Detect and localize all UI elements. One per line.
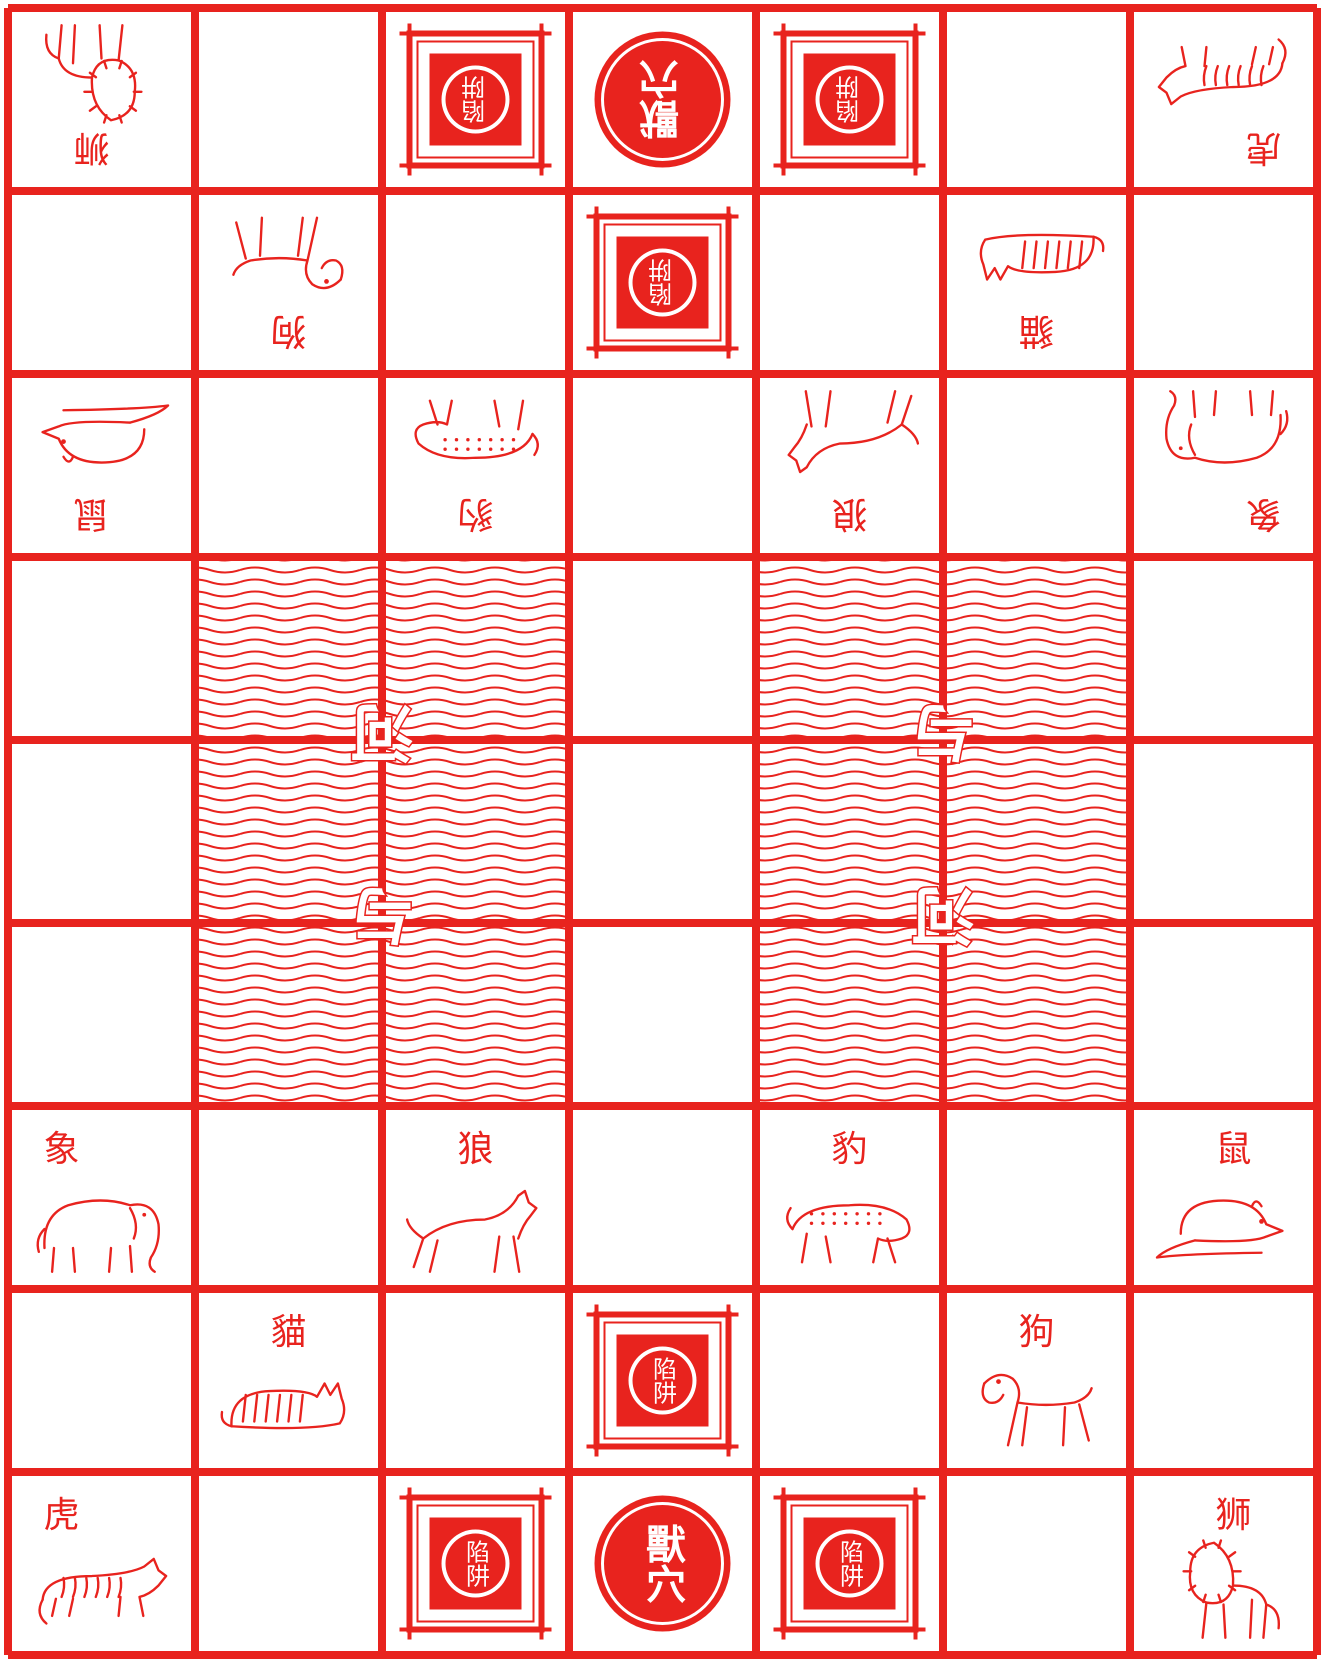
board-square[interactable] bbox=[573, 561, 752, 736]
animal-label: 狮 bbox=[73, 127, 109, 168]
animal-label: 鼠 bbox=[73, 493, 109, 534]
den-label: 獸穴 bbox=[639, 59, 686, 139]
trap-label: 陷阱 bbox=[836, 75, 864, 123]
board-square[interactable] bbox=[12, 561, 191, 736]
board-square[interactable] bbox=[947, 378, 1126, 553]
board-square[interactable] bbox=[947, 1110, 1126, 1285]
board-square[interactable] bbox=[1134, 12, 1313, 187]
animal-label: 豹 bbox=[457, 493, 493, 534]
river-label: 河 bbox=[351, 696, 413, 769]
den-square[interactable]: 獸穴 bbox=[595, 1496, 731, 1632]
river-label-text: 与 bbox=[351, 879, 413, 952]
den-square[interactable]: 獸穴 bbox=[595, 32, 731, 168]
board-square[interactable] bbox=[1134, 744, 1313, 919]
river-label-text: 与 bbox=[912, 696, 974, 769]
animal-label: 貓 bbox=[1018, 310, 1054, 351]
board-square[interactable] bbox=[1134, 378, 1313, 553]
animal-label: 狼 bbox=[831, 493, 867, 534]
board-square[interactable] bbox=[1134, 927, 1313, 1102]
board-square[interactable] bbox=[573, 927, 752, 1102]
board-square[interactable] bbox=[12, 744, 191, 919]
board-square[interactable] bbox=[947, 12, 1126, 187]
board-square[interactable] bbox=[760, 927, 939, 1102]
trap-label: 陷阱 bbox=[649, 258, 677, 306]
board-square[interactable] bbox=[947, 927, 1126, 1102]
animal-label: 象 bbox=[43, 1129, 79, 1170]
board-square[interactable] bbox=[12, 195, 191, 370]
animal-label: 狮 bbox=[1215, 1495, 1251, 1536]
trap-label: 陷阱 bbox=[649, 1357, 677, 1405]
board-square[interactable] bbox=[573, 1110, 752, 1285]
board-square[interactable] bbox=[760, 1293, 939, 1468]
trap-label: 陷阱 bbox=[462, 1540, 490, 1588]
animal-label: 狼 bbox=[457, 1129, 493, 1170]
river-label: 与 bbox=[912, 696, 974, 769]
animal-label: 貓 bbox=[270, 1312, 306, 1353]
board-square[interactable] bbox=[386, 1293, 565, 1468]
board-square[interactable] bbox=[1134, 561, 1313, 736]
animal-label: 虎 bbox=[43, 1495, 79, 1536]
board-square[interactable] bbox=[386, 927, 565, 1102]
board-square[interactable] bbox=[573, 744, 752, 919]
trap-label: 陷阱 bbox=[836, 1540, 864, 1588]
animal-label: 狗 bbox=[270, 310, 306, 351]
board-square[interactable] bbox=[199, 378, 378, 553]
board-square[interactable] bbox=[199, 1476, 378, 1651]
board-square[interactable] bbox=[1134, 195, 1313, 370]
board-square[interactable] bbox=[199, 1110, 378, 1285]
board-square[interactable] bbox=[12, 1476, 191, 1651]
animal-label: 象 bbox=[1245, 493, 1281, 534]
board-square[interactable] bbox=[386, 195, 565, 370]
animal-label: 鼠 bbox=[1215, 1129, 1251, 1170]
board-square[interactable] bbox=[199, 12, 378, 187]
board-square[interactable] bbox=[12, 1110, 191, 1285]
board-square[interactable] bbox=[573, 378, 752, 553]
board-square[interactable] bbox=[947, 1476, 1126, 1651]
river-label: 河 bbox=[912, 879, 974, 952]
animal-label: 虎 bbox=[1245, 127, 1281, 168]
board-square[interactable] bbox=[12, 927, 191, 1102]
board-square[interactable] bbox=[199, 927, 378, 1102]
animal-label: 狗 bbox=[1018, 1312, 1054, 1353]
animal-label: 豹 bbox=[831, 1129, 867, 1170]
river-label-text: 河 bbox=[912, 879, 974, 952]
board-square[interactable] bbox=[1134, 1293, 1313, 1468]
board-square[interactable] bbox=[12, 1293, 191, 1468]
river-label: 与 bbox=[351, 879, 413, 952]
trap-label: 陷阱 bbox=[462, 75, 490, 123]
den-label: 獸穴 bbox=[639, 1524, 686, 1604]
river-label-text: 河 bbox=[351, 696, 413, 769]
board-square[interactable] bbox=[760, 195, 939, 370]
